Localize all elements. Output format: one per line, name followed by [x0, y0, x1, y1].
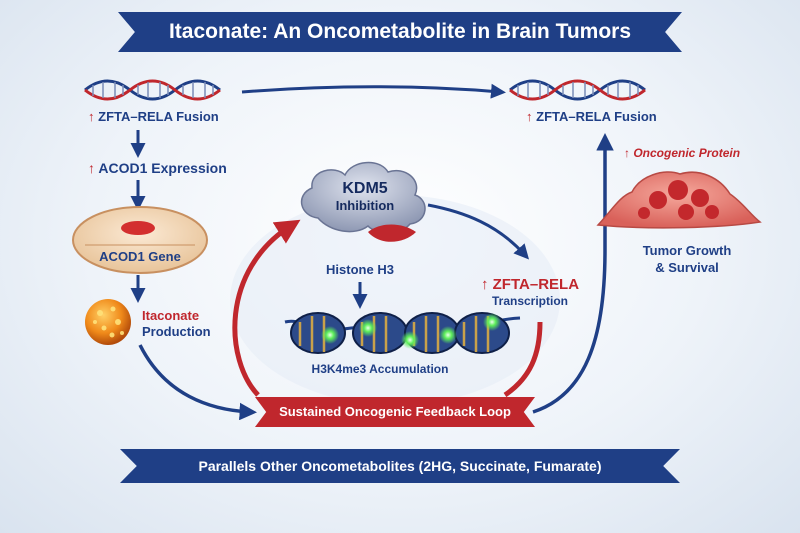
tumor-icon	[596, 171, 762, 229]
up-arrow-icon: ↑	[526, 109, 533, 124]
up-arrow-icon: ↑	[88, 160, 95, 176]
itaconate-production-label: Itaconate Production	[142, 308, 211, 340]
kdm5-label: KDM5 Inhibition	[315, 180, 415, 214]
up-arrow-icon: ↑	[624, 146, 630, 160]
itaconate-molecule-icon	[85, 299, 131, 345]
oncogenic-protein-text: Oncogenic Protein	[633, 146, 741, 160]
zfta-fusion-right-text: ZFTA–RELA Fusion	[536, 109, 657, 124]
zfta-fusion-left-text: ZFTA–RELA Fusion	[98, 109, 219, 124]
kdm5-enzyme-icon	[300, 161, 426, 242]
dna-helix-icon	[509, 79, 646, 101]
page-title: Itaconate: An Oncometabolite in Brain Tu…	[118, 12, 682, 52]
feedback-arc-right	[503, 321, 543, 398]
itaconate-label-line2: Production	[142, 324, 211, 339]
up-arrow-icon: ↑	[480, 276, 489, 293]
tumor-label-line2: & Survival	[655, 260, 719, 275]
acod1-gene-label: ACOD1 Gene	[99, 249, 181, 264]
acod1-expression-label: ↑ ACOD1 Expression	[88, 160, 227, 176]
arrow-kdm5-to-transcription	[427, 203, 530, 260]
zfta-transcription-line2: Transcription	[491, 294, 568, 308]
nucleosome-icon	[284, 312, 521, 354]
acod1-expression-text: ACOD1 Expression	[98, 160, 227, 176]
arrow-loop-to-fusion	[532, 133, 614, 414]
kdm5-label-line2: Inhibition	[335, 198, 395, 213]
feedback-arc-left	[232, 219, 301, 397]
zfta-fusion-right-label: ↑ ZFTA–RELA Fusion	[526, 109, 657, 124]
feedback-loop-banner: Sustained Oncogenic Feedback Loop	[255, 397, 535, 427]
zfta-transcription-label: ↑ ZFTA–RELA Transcription	[470, 276, 590, 310]
tumor-growth-label: Tumor Growth & Survival	[632, 242, 742, 276]
arrow-itaconate-to-loop	[138, 344, 257, 421]
zfta-transcription-line1: ZFTA–RELA	[492, 276, 580, 293]
bottom-banner: Parallels Other Oncometabolites (2HG, Su…	[120, 449, 680, 483]
cell-icon	[72, 206, 208, 274]
oncogenic-protein-label: ↑ Oncogenic Protein	[624, 146, 740, 160]
dna-helix-icon	[84, 79, 221, 101]
kdm5-label-line1: KDM5	[342, 180, 388, 197]
h3k4me3-label: H3K4me3 Accumulation	[311, 362, 449, 376]
itaconate-label-line1: Itaconate	[142, 308, 200, 323]
zfta-fusion-left-label: ↑ ZFTA–RELA Fusion	[88, 109, 219, 124]
up-arrow-icon: ↑	[88, 109, 95, 124]
tumor-label-line1: Tumor Growth	[642, 243, 732, 258]
histone-label: Histone H3	[326, 262, 394, 277]
arrow-fusion-to-fusion	[241, 83, 506, 99]
